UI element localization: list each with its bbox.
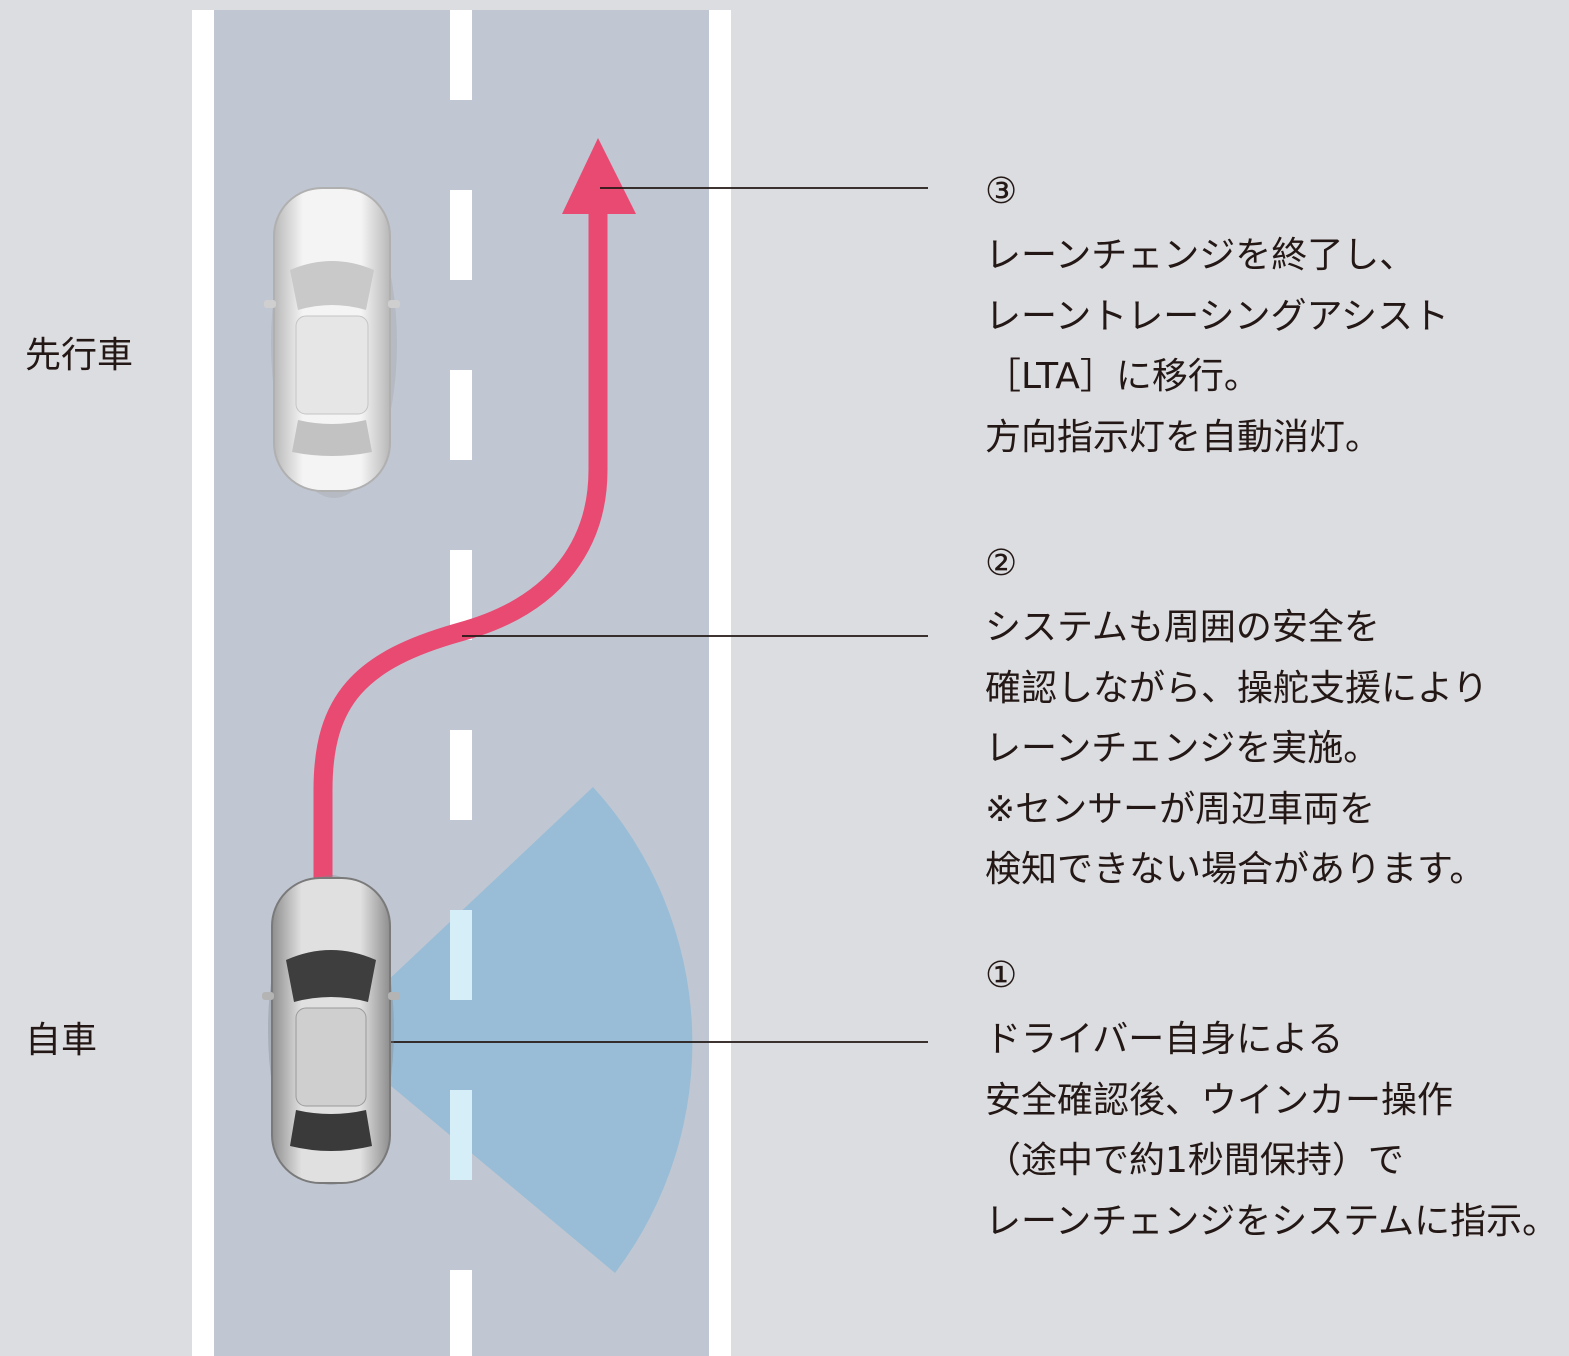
lead-vehicle-label: 先行車 [25, 335, 134, 376]
lead-vehicle-icon [264, 187, 400, 498]
step-3-line: 方向指示灯を自動消灯。 [985, 416, 1382, 458]
step-1-description: ① ドライバー自身による 安全確認後、ウインカー操作 （途中で約1秒間保持）で … [985, 946, 1558, 1252]
step-3-number: ③ [985, 171, 1018, 212]
step-1-line: ドライバー自身による [985, 1019, 1344, 1060]
center-lane-dashes-in-sensor [450, 910, 472, 1180]
own-vehicle-icon [262, 875, 400, 1185]
step-2-number: ② [985, 543, 1018, 584]
step-2-line: システムも周囲の安全を [985, 607, 1380, 648]
own-vehicle-label: 自車 [25, 1020, 98, 1061]
step-3-description: ③ レーンチェンジを終了し、 レーントレーシングアシスト ［LTA］に移行。 方… [985, 162, 1449, 468]
sensor-detection-area [330, 787, 693, 1273]
step-2-line: ※センサーが周辺車両を [985, 788, 1376, 830]
left-road-edge-line [192, 10, 214, 1356]
step-3-line: レーントレーシングアシスト [985, 295, 1450, 337]
trajectory-arrow-head [562, 138, 636, 214]
step-1-number: ① [985, 955, 1018, 996]
center-lane-dashes [450, 10, 472, 1356]
step-1-line: レーンチェンジをシステムに指示。 [985, 1200, 1559, 1242]
step-1-line: 安全確認後、ウインカー操作 [985, 1079, 1454, 1121]
step-3-line: レーンチェンジを終了し、 [985, 235, 1416, 276]
step-2-line: レーンチェンジを実施。 [985, 728, 1380, 769]
step-3-line: ［LTA］に移行。 [985, 356, 1260, 397]
lane-change-trajectory [313, 205, 608, 880]
step-1-line: （途中で約1秒間保持）で [985, 1140, 1404, 1181]
step-2-line: 確認しながら、操舵支援により [985, 667, 1489, 709]
step-2-description: ② システムも周囲の安全を 確認しながら、操舵支援により レーンチェンジを実施。… [985, 534, 1488, 901]
step-2-line: 検知できない場合があります。 [985, 849, 1486, 890]
right-road-edge-line [709, 10, 731, 1356]
